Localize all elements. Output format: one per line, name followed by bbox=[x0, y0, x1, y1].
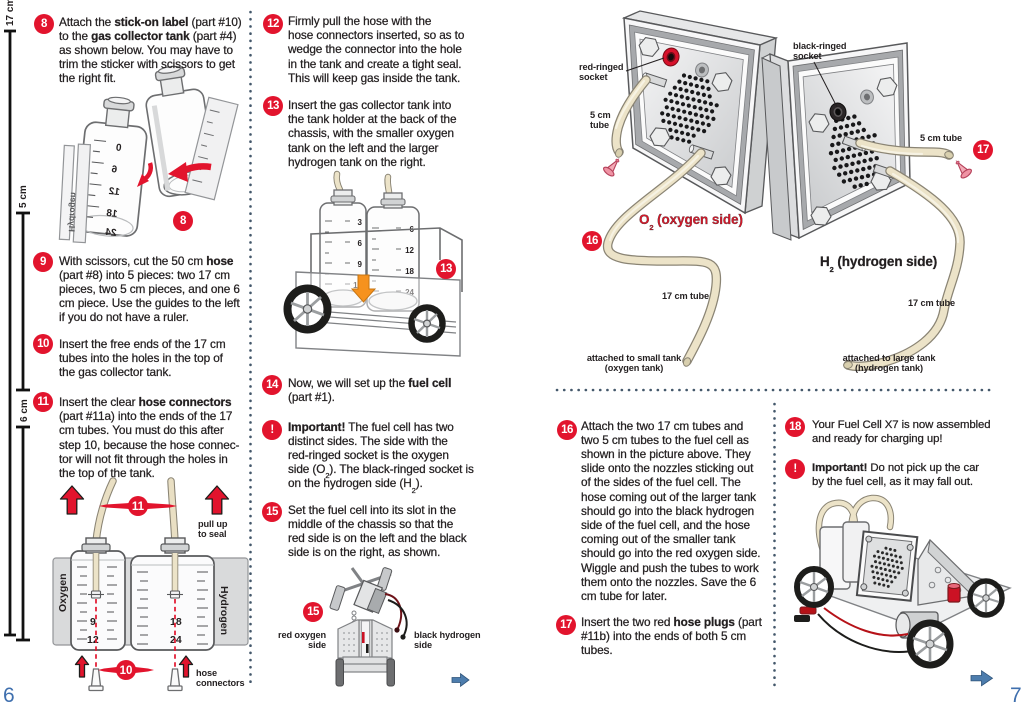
svg-text:6: 6 bbox=[111, 164, 118, 176]
svg-text:11: 11 bbox=[132, 501, 145, 513]
svg-text:18: 18 bbox=[170, 616, 182, 628]
svg-text:24: 24 bbox=[170, 634, 182, 646]
svg-text:Oxygen: Oxygen bbox=[57, 573, 69, 612]
svg-text:Hydrogen: Hydrogen bbox=[67, 192, 79, 232]
svg-text:Hydrogen: Hydrogen bbox=[218, 586, 230, 635]
svg-text:9: 9 bbox=[90, 616, 96, 628]
svg-text:18: 18 bbox=[105, 208, 118, 220]
svg-text:6: 6 bbox=[358, 239, 363, 248]
svg-text:18: 18 bbox=[405, 267, 414, 276]
svg-text:10: 10 bbox=[120, 665, 133, 677]
svg-text:3: 3 bbox=[358, 218, 363, 227]
svg-text:12: 12 bbox=[108, 186, 121, 198]
svg-text:12: 12 bbox=[87, 634, 99, 646]
svg-text:17 cm: 17 cm bbox=[5, 0, 16, 26]
svg-text:12: 12 bbox=[405, 246, 414, 255]
svg-text:6 cm: 6 cm bbox=[19, 399, 30, 422]
svg-text:24: 24 bbox=[405, 288, 414, 297]
svg-text:0: 0 bbox=[115, 142, 122, 154]
svg-text:24: 24 bbox=[104, 227, 117, 239]
svg-text:9: 9 bbox=[358, 260, 363, 269]
svg-text:5 cm: 5 cm bbox=[18, 185, 29, 208]
